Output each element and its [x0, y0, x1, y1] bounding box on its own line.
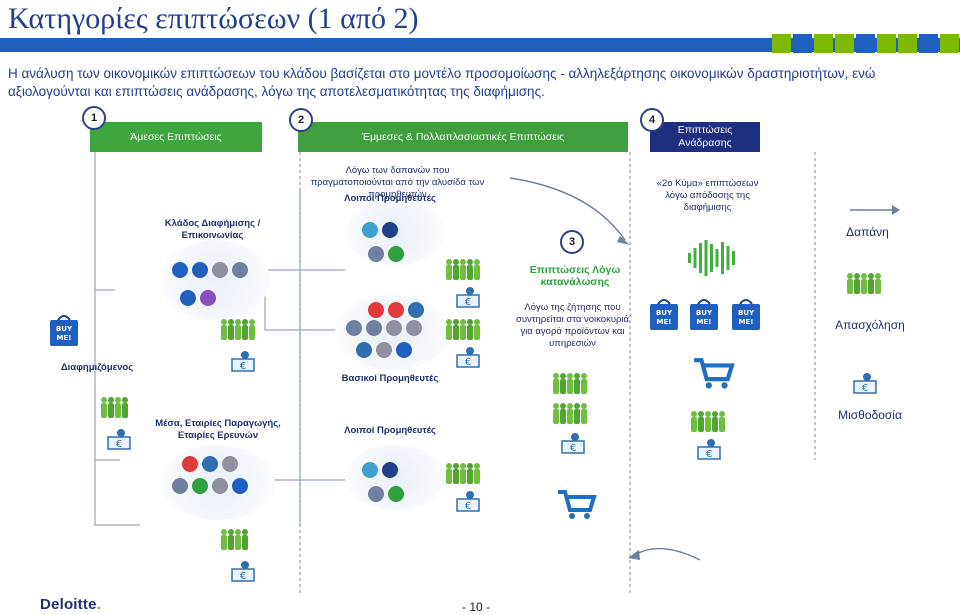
svg-text:€: € — [706, 449, 712, 460]
spending-note: Λόγω των δαπανών που πραγματοποιούνται α… — [310, 165, 485, 200]
title-bar-square — [856, 34, 875, 53]
media-tools-icons-2 — [172, 478, 252, 496]
svg-text:ME!: ME! — [57, 334, 72, 342]
wages-icon: € — [455, 286, 481, 308]
svg-text:€: € — [465, 297, 471, 308]
header-indirect: Έμμεσες & Πολλαπλασιαστικές Επιπτώσεις — [298, 122, 628, 152]
supplier-tools-icons-3b — [368, 486, 408, 504]
people-icon — [552, 402, 589, 426]
svg-text:BUY: BUY — [738, 309, 755, 317]
people-icon — [445, 318, 482, 342]
title-bar-square — [835, 34, 854, 53]
sector-label: Κλάδος Διαφήμισης / Επικοινωνίας — [164, 218, 261, 241]
title-bar-square — [940, 34, 959, 53]
wages-icon: € — [230, 560, 256, 582]
step-3-badge: 3 — [560, 230, 584, 254]
wages-icon: € — [852, 372, 878, 394]
title-bar-square — [793, 34, 812, 53]
media-tools-icons — [182, 456, 242, 474]
svg-text:ME!: ME! — [739, 318, 754, 326]
other-suppliers-label-1: Λοιποί Προμηθευτές — [344, 193, 436, 204]
people-icon — [690, 410, 727, 434]
cart-icon — [692, 356, 736, 390]
people-icon — [846, 272, 883, 296]
sector-tools-icons — [172, 262, 252, 280]
svg-text:BUY: BUY — [656, 309, 673, 317]
wages-icon: € — [230, 350, 256, 372]
basic-suppliers-label: Βασικοί Προμηθευτές — [341, 373, 439, 384]
svg-text:ME!: ME! — [657, 318, 672, 326]
supplier-tools-icons-3 — [362, 462, 402, 480]
svg-text:€: € — [465, 501, 471, 512]
title-bar-square — [898, 34, 917, 53]
supplier-tools-icons-1 — [362, 222, 402, 240]
header-indirect-label: Έμμεσες & Πολλαπλασιαστικές Επιπτώσεις — [361, 130, 565, 143]
title-bar-square — [814, 34, 833, 53]
people-icon — [445, 258, 482, 282]
supplier-tools-icons-2 — [368, 302, 428, 320]
intro-text: Η ανάλυση των οικονομικών επιπτώσεων του… — [8, 66, 876, 99]
advertised-label: Διαφημιζόμενος — [60, 362, 134, 373]
legend-wages: Μισθοδοσία — [838, 408, 902, 422]
step-2-badge: 2 — [289, 108, 313, 132]
cart-icon — [556, 488, 598, 520]
svg-text:€: € — [240, 361, 246, 372]
page-title: Κατηγορίες επιπτώσεων (1 από 2) — [8, 2, 419, 35]
svg-text:BUY: BUY — [696, 309, 713, 317]
sound-wave-icon — [686, 238, 738, 278]
deloitte-logo: Deloitte. — [40, 596, 101, 613]
supplier-tools-icons-1b — [368, 246, 408, 264]
header-direct: Άμεσες Επιπτώσεις — [90, 122, 262, 152]
step-1-badge: 1 — [82, 106, 106, 130]
svg-text:€: € — [240, 571, 246, 582]
supplier-tools-icons-2b — [346, 320, 426, 338]
step3-note: Λόγω της ζήτησης που συντηρείται στα νοι… — [515, 302, 630, 349]
people-icon — [100, 396, 130, 420]
supplier-tools-icons-2c — [356, 342, 416, 360]
svg-text:€: € — [862, 383, 868, 394]
wages-icon: € — [455, 490, 481, 512]
page-number: - 10 - — [462, 600, 491, 614]
second-wave-label: «2ο Κύμα» επιπτώσεων λόγω απόδοσης της δ… — [656, 178, 759, 213]
svg-text:€: € — [116, 439, 122, 450]
svg-text:€: € — [570, 443, 576, 454]
svg-text:€: € — [465, 357, 471, 368]
sector-circle — [160, 240, 270, 320]
people-icon — [220, 318, 257, 342]
wages-icon: € — [560, 432, 586, 454]
step3-title: Επιπτώσεις Λόγω κατανάλωσης — [529, 264, 621, 288]
people-icon — [552, 372, 589, 396]
header-feedback-label: Επιπτώσεις Ανάδρασης — [677, 124, 733, 149]
legend-employment: Απασχόληση — [835, 318, 905, 332]
people-icon — [445, 462, 482, 486]
legend-spending: Δαπάνη — [846, 225, 889, 239]
step-4-badge: 4 — [640, 108, 664, 132]
sector-tools-icons-2 — [180, 290, 220, 308]
header-feedback: Επιπτώσεις Ανάδρασης — [650, 122, 760, 152]
wages-icon: € — [106, 428, 132, 450]
title-bar-square — [772, 34, 791, 53]
other-suppliers-label-2: Λοιποί Προμηθευτές — [344, 425, 436, 436]
media-label: Μέσα, Εταιρίες Παραγωγής, Εταιρίες Ερευν… — [155, 418, 281, 441]
title-bar-square — [877, 34, 896, 53]
wages-icon: € — [455, 346, 481, 368]
title-bar — [0, 38, 960, 52]
title-bar-square — [919, 34, 938, 53]
header-direct-label: Άμεσες Επιπτώσεις — [130, 130, 222, 143]
wages-icon: € — [696, 438, 722, 460]
svg-text:ME!: ME! — [697, 318, 712, 326]
svg-text:BUY: BUY — [56, 325, 73, 333]
people-icon — [220, 528, 250, 552]
